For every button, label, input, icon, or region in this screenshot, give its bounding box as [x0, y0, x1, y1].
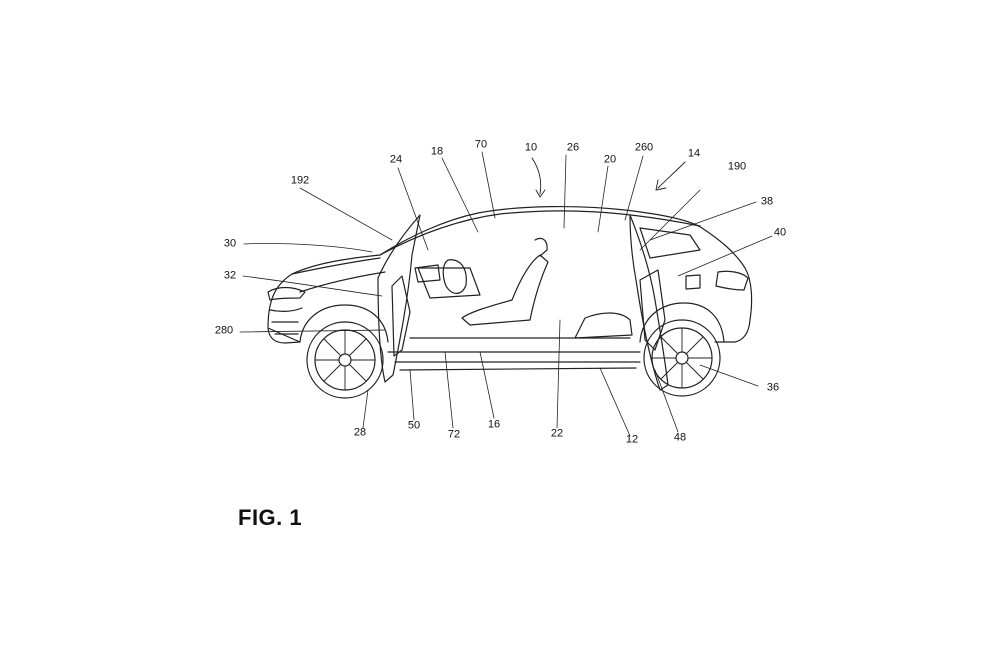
steering-wheel	[442, 259, 467, 294]
ref-40: 40	[773, 226, 787, 239]
rear-seat	[574, 312, 633, 339]
taillight	[715, 270, 749, 291]
front-seat	[461, 254, 549, 326]
ref-192: 192	[290, 174, 310, 187]
rear-wheel-arch	[639, 302, 725, 343]
front-door-open	[377, 214, 421, 383]
front-wheel-arch	[299, 304, 389, 343]
ref-190: 190	[727, 160, 747, 173]
ref-70: 70	[474, 138, 488, 151]
rear-glass	[639, 227, 701, 259]
front-bumper	[269, 307, 303, 335]
ref-260: 260	[634, 141, 654, 154]
rocker-panel	[387, 351, 641, 371]
rear-door-inner	[639, 269, 666, 351]
side-mirror	[414, 264, 441, 283]
ref-280: 280	[214, 324, 234, 337]
ref-72: 72	[447, 428, 461, 441]
headlight	[267, 286, 306, 301]
leader-lines	[239, 151, 773, 437]
vehicle-body-outline	[267, 205, 753, 344]
ref-28: 28	[353, 426, 367, 439]
ref-26: 26	[566, 141, 580, 154]
ref-30: 30	[223, 237, 237, 250]
dashboard	[417, 267, 481, 299]
front-seat-back	[534, 237, 548, 257]
ref-24: 24	[389, 153, 403, 166]
roof-line	[379, 210, 701, 256]
ref-20: 20	[603, 153, 617, 166]
figure-caption: FIG. 1	[238, 505, 303, 530]
ref-32: 32	[223, 269, 237, 282]
belt-line	[299, 271, 386, 293]
arrow-10	[531, 157, 546, 198]
rear-tire	[643, 319, 721, 397]
front-spokes	[314, 329, 376, 391]
front-tire	[306, 321, 384, 399]
ref-50: 50	[407, 419, 421, 432]
fuel-door	[685, 274, 701, 290]
ref-14: 14	[687, 147, 701, 160]
ref-16: 16	[487, 418, 501, 431]
ref-48: 48	[673, 431, 687, 444]
arrow-14	[655, 161, 686, 191]
hood-line	[291, 257, 381, 275]
ref-12: 12	[625, 433, 639, 446]
ref-36: 36	[766, 381, 780, 394]
front-door-inner	[391, 275, 411, 357]
ref-22: 22	[550, 427, 564, 440]
ref-18: 18	[430, 145, 444, 158]
ref-10: 10	[524, 141, 538, 154]
ref-38: 38	[760, 195, 774, 208]
